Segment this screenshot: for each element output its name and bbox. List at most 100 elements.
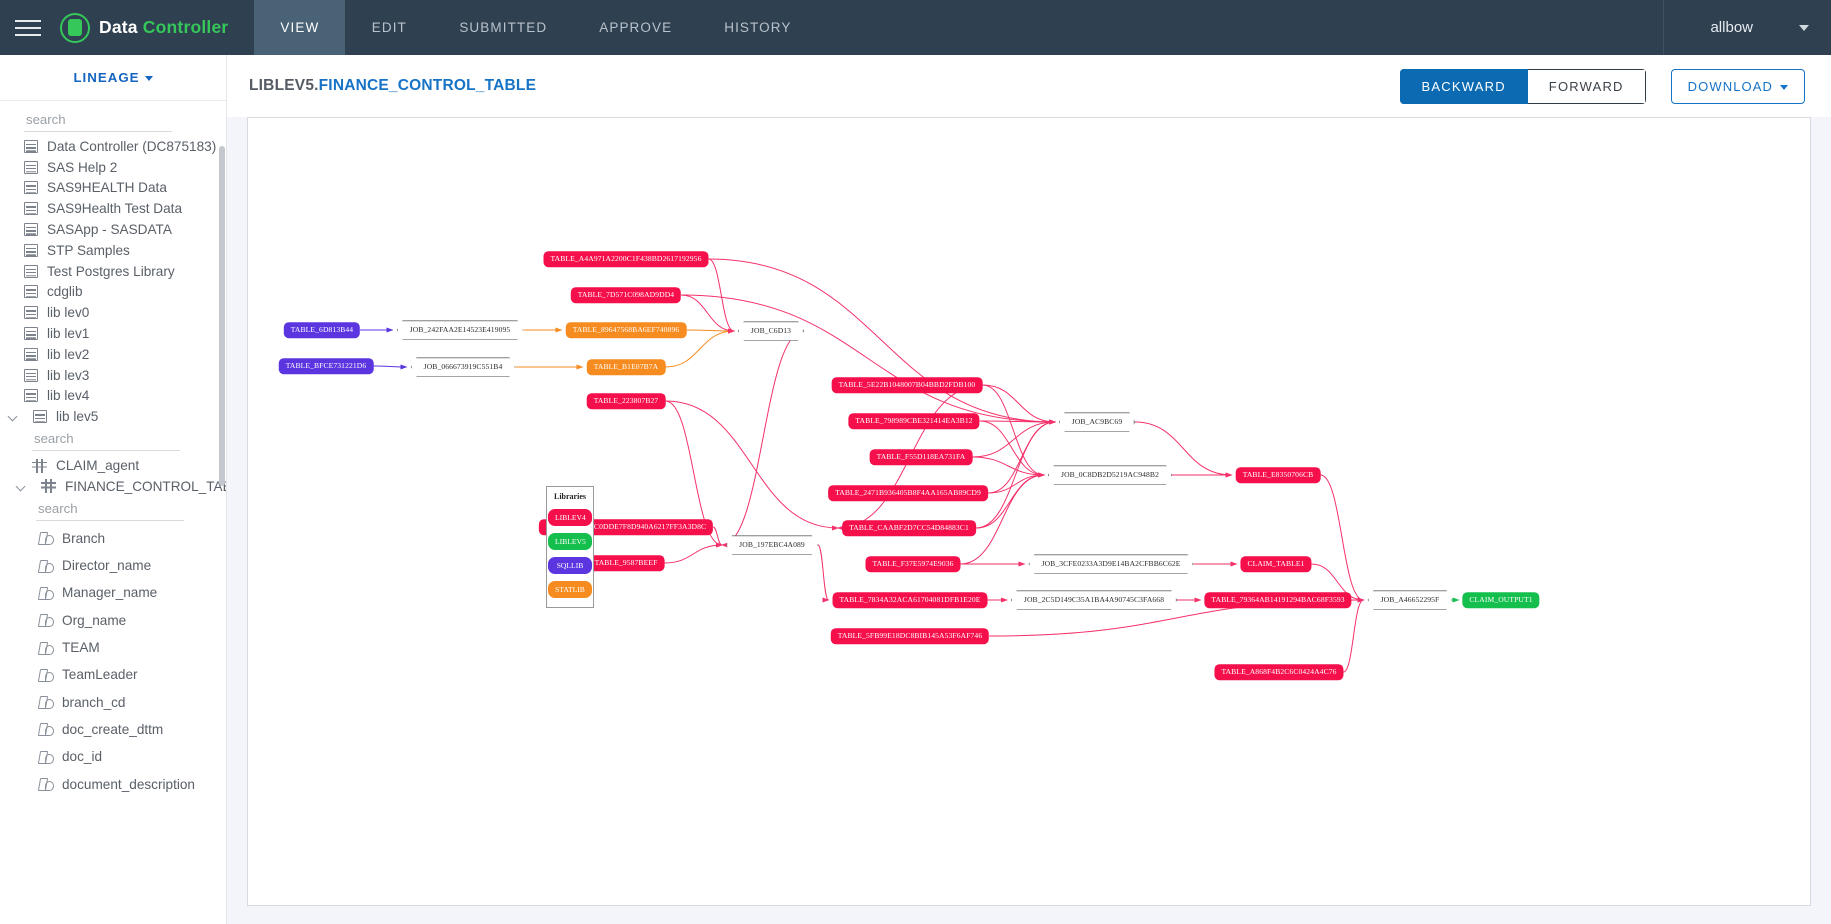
user-name-label: allbow [1710, 19, 1753, 36]
sidebar-item-column-teamleader[interactable]: TeamLeader [0, 661, 226, 688]
lineage-edge [665, 400, 723, 548]
sidebar-item-library-8[interactable]: lib lev0 [0, 302, 226, 323]
sidebar-item-library-2[interactable]: SAS9HEALTH Data [0, 178, 226, 199]
forward-button[interactable]: FORWARD [1527, 68, 1646, 104]
table-node-t_7d571[interactable]: TABLE_7D571C098AD9DD4 [570, 287, 682, 303]
sidebar-item-column-team[interactable]: TEAM [0, 634, 226, 661]
tab-submitted[interactable]: SUBMITTED [459, 20, 548, 35]
nav-tabs: VIEW EDIT SUBMITTED APPROVE HISTORY [254, 0, 817, 55]
column-icon [38, 531, 54, 546]
legend-title: Libraries [554, 492, 586, 501]
column-icon [38, 750, 54, 764]
legend-chip-sqllib[interactable]: SQLLIB [548, 557, 592, 574]
job-node-j_c6d13[interactable]: JOB_C6D13 [738, 321, 804, 341]
legend-chip-statlib[interactable]: STATLIB [548, 581, 592, 598]
sidebar-item-library-9[interactable]: lib lev1 [0, 323, 226, 344]
table-node-t_798989[interactable]: TABLE_798989CBE321414EA3B12 [848, 413, 980, 429]
sidebar-item-library-3[interactable]: SAS9Health Test Data [0, 198, 226, 219]
table-node-t_5e22b[interactable]: TABLE_5E22B1048007B04BBD2FDB100 [831, 377, 983, 393]
chevron-expanded-icon[interactable] [8, 411, 19, 422]
download-button[interactable]: DOWNLOAD [1670, 68, 1805, 104]
table-node-t_claimo[interactable]: CLAIM_OUTPUT1 [1462, 592, 1540, 608]
table-node-t_a4a971[interactable]: TABLE_A4A971A2200C1F438BD2617192956 [543, 251, 709, 267]
lineage-edge [708, 258, 735, 334]
table-node-t_f37e59[interactable]: TABLE_F37E5974E9036 [865, 556, 961, 572]
table-node-t_f55d11[interactable]: TABLE_F55D118EA731FA [869, 449, 973, 465]
lineage-dropdown[interactable]: LINEAGE [0, 55, 226, 101]
library-icon [24, 223, 38, 237]
table-node-t_896475[interactable]: TABLE_89647568BA6EF740896 [565, 322, 687, 338]
legend-chip-liblev5[interactable]: LIBLEV5 [548, 533, 592, 550]
lineage-edge [1134, 421, 1233, 478]
sidebar-item-table-finance-control-table[interactable]: FINANCE_CONTROL_TABLE [0, 476, 226, 497]
tab-edit[interactable]: EDIT [371, 20, 407, 35]
legend-chip-liblev4[interactable]: LIBLEV4 [548, 509, 592, 526]
tab-approve[interactable]: APPROVE [599, 20, 673, 35]
job-node-j_3cfe02[interactable]: JOB_3CFE0233A3D9E14BA2CFBB6C62E [1029, 554, 1194, 574]
table-node-t_7834a3[interactable]: TABLE_7834A32ACA61704081DFB1E20E [832, 592, 988, 608]
table-node-t_223807[interactable]: TABLE_223807B27 [586, 393, 666, 409]
sidebar-item-column-doc-id[interactable]: doc_id [0, 743, 226, 770]
sidebar-scrollbar[interactable] [219, 146, 225, 486]
column-icon [38, 613, 54, 628]
job-node-j_197ebc[interactable]: JOB_197EBC4A089 [726, 535, 818, 555]
sidebar-item-column-branch-cd[interactable]: branch_cd [0, 689, 226, 716]
job-node-j_242faa[interactable]: JOB_242FAA2E14523E419095 [397, 320, 524, 340]
library-icon [24, 243, 38, 257]
tab-history[interactable]: HISTORY [724, 20, 792, 35]
column-icon [38, 777, 54, 792]
sidebar-item-column-org-name[interactable]: Org_name [0, 607, 226, 634]
chevron-expanded-icon[interactable] [16, 481, 27, 492]
sidebar-item-library-13[interactable]: lib lev5 [0, 406, 226, 427]
column-search-input[interactable] [36, 498, 184, 521]
column-label: doc_id [62, 749, 103, 765]
job-node-j_2c5d14[interactable]: JOB_2C5D149C35A1BA4A90745C3FA668 [1011, 590, 1177, 610]
sidebar-item-table-claim-agent[interactable]: CLAIM_agent [0, 455, 226, 476]
download-label: DOWNLOAD [1687, 78, 1773, 94]
backward-button[interactable]: BACKWARD [1399, 68, 1528, 104]
lineage-edge [680, 294, 735, 334]
sidebar-item-library-0[interactable]: Data Controller (DC875183) [0, 136, 226, 157]
table-node-t_a868f4[interactable]: TABLE_A868F4B2C6C0424A4C76 [1214, 664, 1344, 680]
library-search-input[interactable] [24, 110, 172, 132]
lineage-edge [664, 542, 723, 564]
library-icon [24, 264, 38, 278]
table-node-t_claim1[interactable]: CLAIM_TABLE1 [1240, 556, 1312, 572]
job-node-j_066673[interactable]: JOB_066673919C551B4 [411, 357, 516, 377]
sidebar-item-column-director-name[interactable]: Director_name [0, 552, 226, 579]
table-node-t_bfce73[interactable]: TABLE_BFCE731221D6 [278, 358, 374, 374]
user-menu[interactable]: allbow [1664, 19, 1831, 36]
lineage-edge [665, 400, 839, 531]
table-node-t_2471b9[interactable]: TABLE_2471B936405B8F4AA165AB89CD9 [828, 485, 988, 501]
sidebar-item-library-7[interactable]: cdglib [0, 282, 226, 303]
hamburger-menu-icon[interactable] [0, 0, 56, 55]
tab-view[interactable]: VIEW [254, 0, 346, 55]
sidebar-item-library-4[interactable]: SASApp - SASDATA [0, 219, 226, 240]
lineage-tree: Data Controller (DC875183) SAS Help 2 SA… [0, 101, 226, 924]
sidebar-item-column-manager-name[interactable]: Manager_name [0, 579, 226, 606]
table-node-t_79364a[interactable]: TABLE_79364AB14191294BAC68F3593 [1204, 592, 1352, 608]
table-node-t_caabf2[interactable]: TABLE_CAABF2D7CC54D84883C1 [842, 520, 976, 536]
sidebar-item-column-document-description[interactable]: document_description [0, 770, 226, 797]
job-node-j_a46652[interactable]: JOB_A46652295F [1368, 590, 1453, 610]
table-node-t_b1e07[interactable]: TABLE_B1E07B7A [586, 359, 666, 375]
column-icon [38, 641, 54, 655]
table-node-t_e83507[interactable]: TABLE_E8350706CB [1235, 467, 1321, 483]
sidebar-item-library-5[interactable]: STP Samples [0, 240, 226, 261]
job-node-j_ac9bc69[interactable]: JOB_AC9BC69 [1059, 412, 1135, 432]
table-node-t_9587b[interactable]: TABLE_9587BEEF [587, 555, 665, 571]
sidebar-item-library-10[interactable]: lib lev2 [0, 344, 226, 365]
table-node-t_5fb99e[interactable]: TABLE_5FB99E18DC8BIB145A53F6AF746 [830, 628, 990, 644]
sidebar-item-library-1[interactable]: SAS Help 2 [0, 157, 226, 178]
job-node-j_0c8db2[interactable]: JOB_0C8DB2D5219AC948B2 [1048, 465, 1172, 485]
sidebar-item-library-11[interactable]: lib lev3 [0, 365, 226, 386]
table-search-input[interactable] [32, 429, 180, 452]
sidebar-item-column-doc-create-dttm[interactable]: doc_create_dttm [0, 716, 226, 743]
sidebar-item-library-12[interactable]: lib lev4 [0, 386, 226, 407]
library-label: SAS9HEALTH Data [47, 180, 167, 196]
sidebar-item-column-branch[interactable]: Branch [0, 525, 226, 552]
lineage-edge [987, 419, 1056, 494]
sidebar-item-library-6[interactable]: Test Postgres Library [0, 261, 226, 282]
table-node-t_6d813[interactable]: TABLE_6D813B44 [283, 322, 361, 338]
